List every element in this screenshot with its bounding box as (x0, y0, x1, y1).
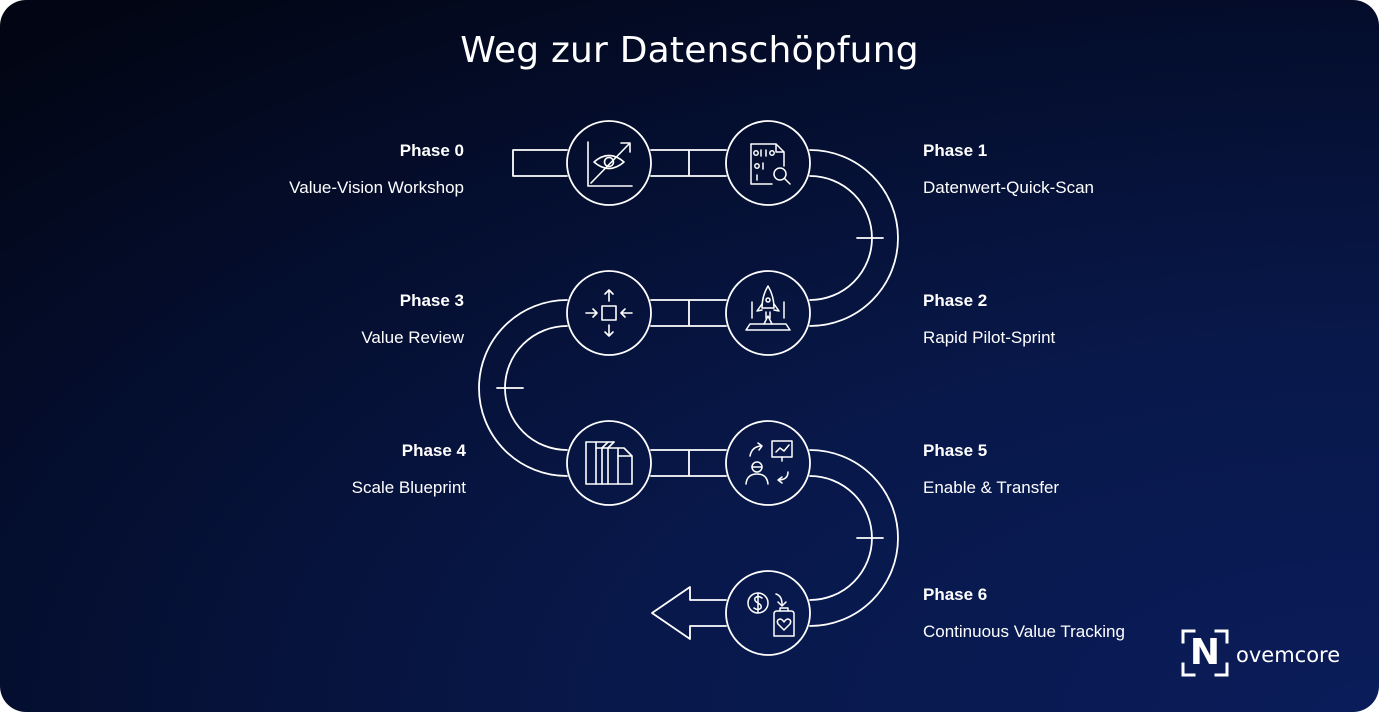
presenter-transfer-icon (745, 440, 793, 485)
novemcore-logo: N ovemcore (1180, 628, 1350, 680)
phase-2-number: Phase 2 (923, 291, 988, 310)
logo-text: ovemcore (1236, 643, 1341, 667)
phase-6-label: Phase 6 Continuous Value Tracking (923, 585, 1125, 642)
phase-5-name: Enable & Transfer (923, 478, 1060, 497)
phase-2-circle (725, 270, 811, 356)
phase-1-circle (725, 120, 811, 206)
phase-4-number: Phase 4 (401, 441, 466, 460)
phase-4-circle (566, 420, 652, 506)
phase-5-circle (725, 420, 811, 506)
phase-3-number: Phase 3 (399, 291, 464, 310)
eye-chart-icon (587, 141, 633, 187)
phase-1-label: Phase 1 Datenwert-Quick-Scan (923, 141, 1094, 198)
track-curve-right-1 (809, 149, 899, 327)
page-title: Weg zur Datenschöpfung (460, 30, 919, 71)
arrows-to-center-icon (585, 289, 633, 337)
logo-bracket-icon (1181, 629, 1229, 677)
phase-6-name: Continuous Value Tracking (923, 622, 1125, 641)
track-curve-left-1 (478, 299, 568, 477)
phase-0-name: Value-Vision Workshop (289, 178, 464, 197)
track-row2-connector (650, 299, 727, 327)
phase-1-number: Phase 1 (923, 141, 988, 160)
phase-1-name: Datenwert-Quick-Scan (923, 178, 1095, 197)
track-start-stub (512, 149, 568, 177)
phase-0-circle (566, 120, 652, 206)
phase-3-name: Value Review (361, 328, 464, 347)
phase-4-name: Scale Blueprint (351, 478, 466, 497)
phase-5-number: Phase 5 (923, 441, 988, 460)
track (478, 149, 899, 640)
phase-0-label: Phase 0 Value-Vision Workshop (289, 141, 464, 198)
track-row3-connector (650, 449, 727, 477)
rocket-laptop-icon (745, 285, 791, 331)
track-end-arrow (651, 586, 727, 640)
phase-0-number: Phase 0 (399, 141, 464, 160)
binary-document-search-icon (750, 143, 791, 185)
phase-4-label: Phase 4 Scale Blueprint (352, 441, 466, 498)
phase-6-circle (725, 570, 811, 656)
phase-3-circle (566, 270, 652, 356)
phase-3-label: Phase 3 Value Review (361, 291, 464, 348)
phase-5-label: Phase 5 Enable & Transfer (923, 441, 1059, 498)
blueprint-columns-icon (585, 441, 633, 485)
phase-2-name: Rapid Pilot-Sprint (923, 328, 1056, 347)
track-curve-right-2 (809, 449, 899, 627)
phase-2-label: Phase 2 Rapid Pilot-Sprint (923, 291, 1055, 348)
track-row1-connector (650, 149, 727, 177)
dollar-heart-tracking-icon (747, 592, 795, 637)
logo-letter: N (1189, 632, 1221, 673)
phase-circles (566, 120, 811, 656)
phase-6-number: Phase 6 (923, 585, 988, 604)
